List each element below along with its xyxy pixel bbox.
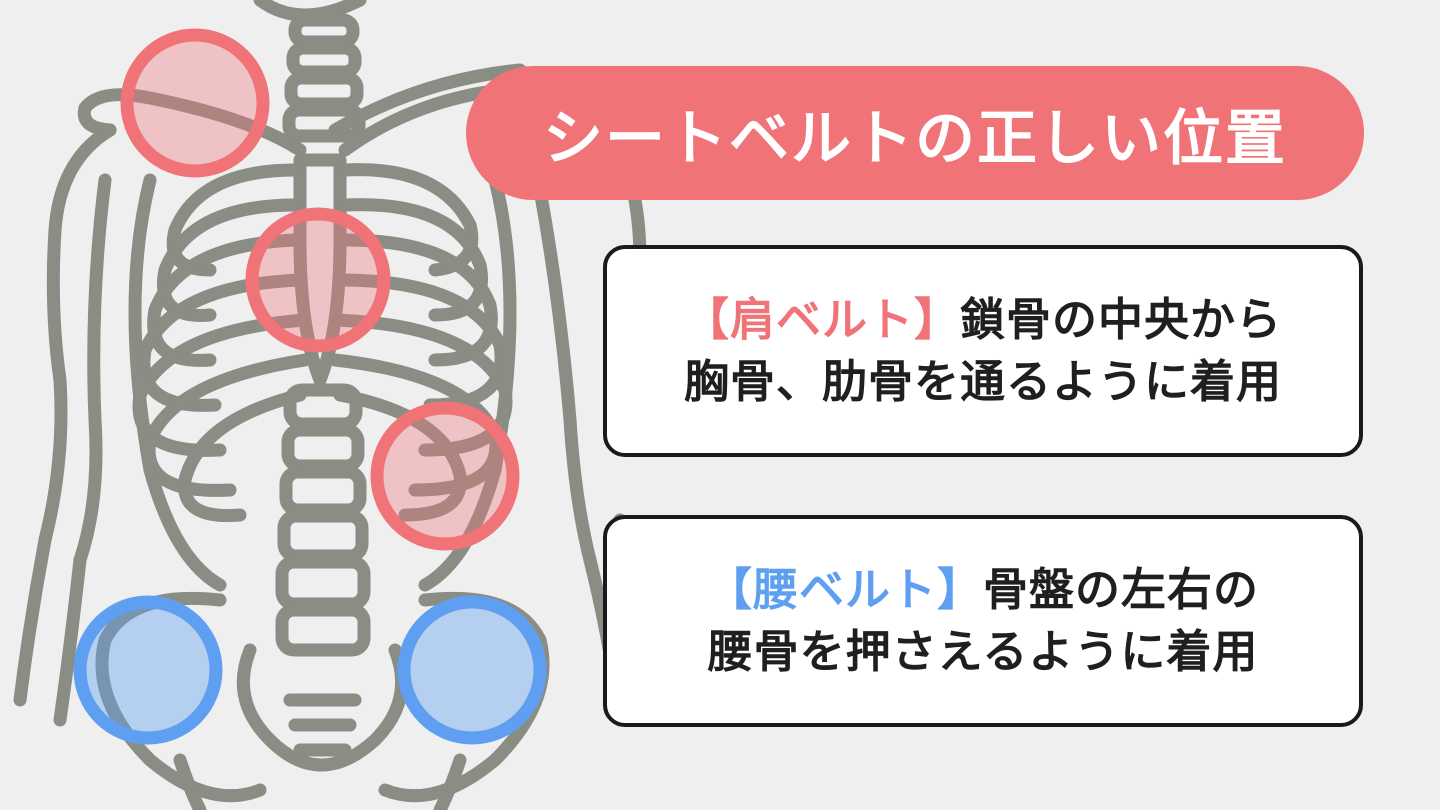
lumbar-spine (275, 383, 371, 657)
lap-marker-right-hip (397, 595, 547, 745)
title-banner: シートベルトの正しい位置 (466, 66, 1364, 200)
lap-belt-text-1: 骨盤の左右の (983, 563, 1260, 616)
lap-belt-card: 【腰ベルト】骨盤の左右の 腰骨を押さえるように着用 (603, 515, 1363, 727)
left-humerus (38, 123, 117, 547)
shoulder-belt-card: 【肩ベルト】鎖骨の中央から 胸骨、肋骨を通るように着用 (603, 245, 1363, 457)
shoulder-marker-sternum (245, 207, 391, 353)
sacrum (236, 643, 409, 772)
shoulder-marker-rib (370, 401, 520, 551)
shoulder-belt-tag: 【肩ベルト】 (683, 293, 960, 346)
shoulder-markers (120, 28, 520, 551)
lap-belt-line-2: 腰骨を押さえるように着用 (707, 625, 1259, 678)
lap-belt-line-1: 【腰ベルト】骨盤の左右の (707, 559, 1259, 621)
page-title: シートベルトの正しい位置 (543, 103, 1287, 174)
lap-marker-left-hip (73, 595, 223, 745)
shoulder-belt-line-1: 【肩ベルト】鎖骨の中央から (684, 289, 1282, 351)
right-humerus (533, 183, 597, 567)
lap-belt-tag: 【腰ベルト】 (706, 563, 983, 616)
shoulder-belt-text-1: 鎖骨の中央から (960, 293, 1283, 346)
shoulder-belt-line-2: 胸骨、肋骨を通るように着用 (683, 355, 1282, 408)
lap-markers (73, 595, 547, 745)
shoulder-marker-clavicle (120, 28, 270, 178)
right-ribs (328, 163, 513, 522)
